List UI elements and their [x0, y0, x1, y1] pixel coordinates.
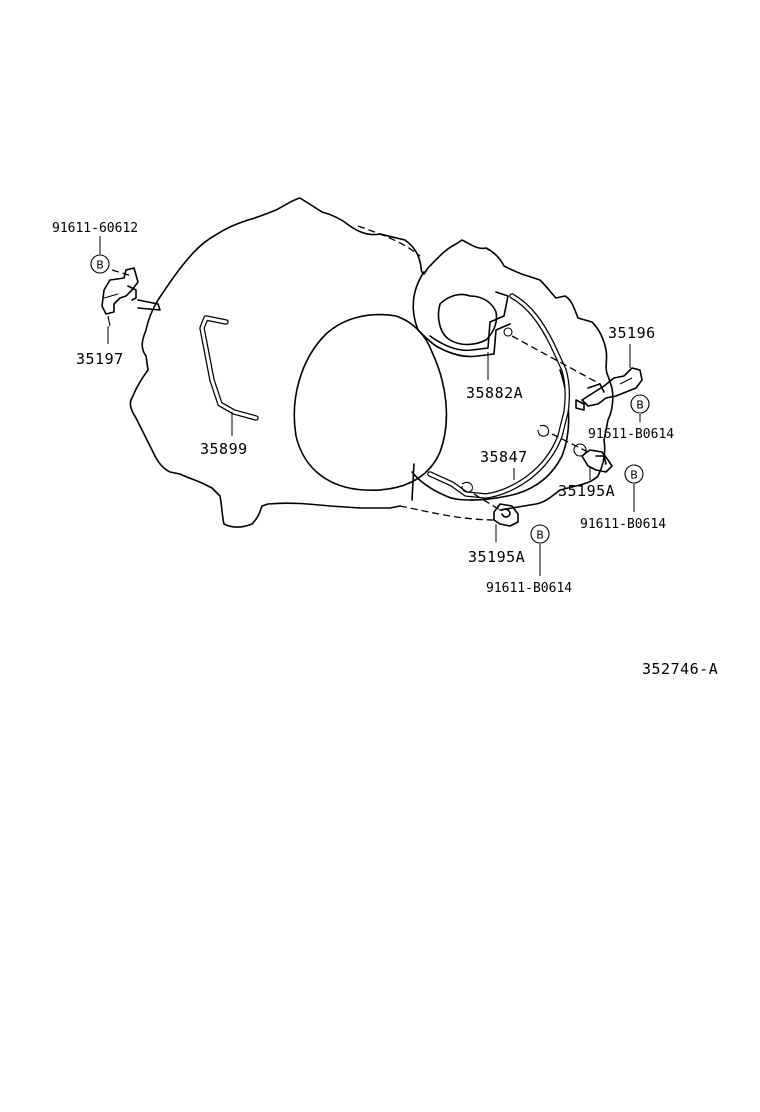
fitting-hole-1 — [503, 327, 513, 337]
label-tube-35847: 35847 — [480, 448, 528, 466]
label-tube-35899: 35899 — [200, 440, 248, 458]
marker-b-text: B — [536, 529, 544, 542]
tube-35847-shape — [427, 293, 571, 499]
assembly-line-right-lower — [551, 433, 589, 453]
clamp-35195A-right-shape — [581, 449, 613, 473]
assembly-line-right-upper — [511, 335, 601, 385]
label-clamp-35195A-bottom: 35195A — [468, 548, 525, 566]
housing-boss-inner — [437, 293, 498, 346]
clamp-35195A-bottom-shape — [493, 503, 519, 527]
marker-b-top-left: B — [90, 254, 110, 274]
fitting-hole-2 — [573, 443, 587, 457]
marker-b-bottom: B — [530, 524, 550, 544]
label-clamp-35197: 35197 — [76, 350, 124, 368]
label-bolt-top-left: 91611-60612 — [52, 221, 138, 236]
transmission-case-outline — [321, 211, 614, 511]
label-bracket-35882A: 35882A — [466, 384, 523, 402]
housing-flange-edge — [411, 463, 415, 501]
case-hidden-edge-bottom — [399, 505, 497, 521]
marker-b-right-upper: B — [630, 394, 650, 414]
label-bolt-right-lower: 91611-B0614 — [580, 517, 666, 532]
assembly-line-left — [111, 269, 133, 277]
marker-b-right-lower: B — [624, 464, 644, 484]
tube-35899-shape — [199, 315, 259, 421]
fitting-clip-1 — [537, 424, 550, 437]
label-clamp-35195A-right: 35195A — [558, 482, 615, 500]
case-hidden-edge-top — [357, 225, 421, 257]
clamp-35197-shape — [101, 267, 161, 327]
fitting-clip-2 — [461, 481, 473, 493]
housing-boss — [412, 271, 437, 347]
marker-b-text: B — [96, 259, 104, 272]
label-bolt-bottom: 91611-B0614 — [486, 581, 572, 596]
marker-b-text: B — [630, 469, 638, 482]
bracket-35882A-shape — [429, 291, 511, 358]
label-clamp-35196: 35196 — [608, 324, 656, 342]
label-bolt-right-upper: 91611-B0614 — [588, 427, 674, 442]
bell-housing-opening — [293, 313, 448, 491]
housing-flange-lower — [411, 471, 475, 501]
diagram-reference-number: 352746-A — [642, 660, 718, 678]
clamp-35196-shape — [575, 367, 643, 411]
marker-b-text: B — [636, 399, 644, 412]
transmission-case-outline-left — [129, 197, 401, 528]
assembly-line-bottom — [473, 493, 501, 511]
